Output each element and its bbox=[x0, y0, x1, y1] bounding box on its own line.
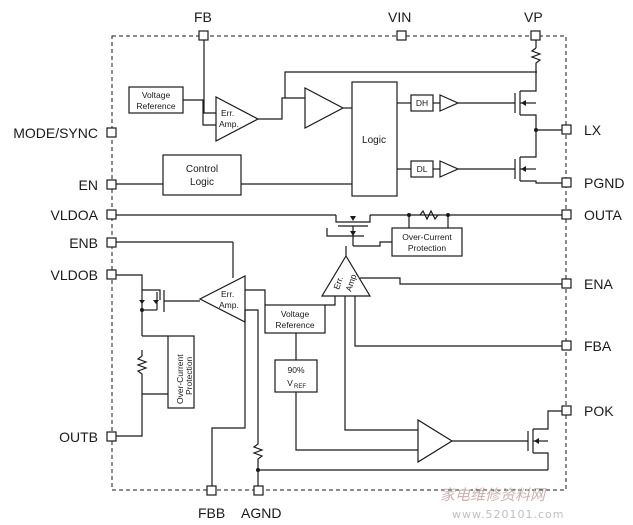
pin-vp: VP bbox=[524, 9, 543, 41]
svg-text:Protection: Protection bbox=[408, 243, 447, 253]
ninety-percent-vref: 90% V REF bbox=[274, 359, 318, 393]
svg-text:OUTA: OUTA bbox=[584, 207, 623, 223]
svg-text:V: V bbox=[287, 378, 293, 388]
svg-text:www.520101.com: www.520101.com bbox=[452, 508, 564, 521]
pin-ena: ENA bbox=[561, 276, 613, 292]
control-logic-block: Control Logic bbox=[162, 154, 242, 196]
over-current-protection-a: Over-Current Protection bbox=[391, 227, 463, 257]
svg-text:ENB: ENB bbox=[69, 235, 98, 251]
svg-text:家电维修资料网: 家电维修资料网 bbox=[440, 486, 547, 504]
svg-text:Err.: Err. bbox=[331, 275, 345, 291]
svg-text:AGND: AGND bbox=[241, 505, 281, 521]
driver-dl: DL bbox=[410, 160, 434, 178]
pin-fba: FBA bbox=[561, 338, 612, 354]
over-current-protection-b: Over-Current Protection bbox=[167, 335, 195, 409]
svg-text:90%: 90% bbox=[287, 365, 304, 375]
svg-text:Protection: Protection bbox=[184, 356, 194, 395]
svg-text:MODE/SYNC: MODE/SYNC bbox=[13, 125, 98, 141]
pin-mode-sync: MODE/SYNC bbox=[13, 125, 117, 141]
svg-text:LX: LX bbox=[584, 122, 602, 138]
svg-text:Logic: Logic bbox=[362, 135, 386, 146]
svg-text:Reference: Reference bbox=[136, 101, 175, 111]
svg-text:Logic: Logic bbox=[190, 177, 214, 188]
svg-text:ENA: ENA bbox=[584, 276, 613, 292]
svg-text:DH: DH bbox=[416, 98, 428, 108]
pin-fbb: FBB bbox=[198, 485, 225, 521]
high-side-mosfet bbox=[514, 82, 537, 130]
svg-text:DL: DL bbox=[417, 164, 428, 174]
svg-text:Control: Control bbox=[186, 164, 218, 175]
error-amplifier-ldob: Err. Amp. bbox=[198, 275, 246, 323]
pin-vldob: VLDOB bbox=[51, 267, 117, 283]
svg-text:Voltage: Voltage bbox=[142, 90, 171, 100]
svg-text:REF: REF bbox=[294, 384, 306, 390]
ldoa-pass-transistor bbox=[326, 215, 371, 246]
svg-text:FB: FB bbox=[194, 9, 212, 25]
svg-text:Over-Current: Over-Current bbox=[402, 232, 452, 242]
pin-lx: LX bbox=[561, 122, 602, 138]
ldob-sense-resistor bbox=[136, 350, 148, 394]
pin-fb: FB bbox=[194, 9, 212, 41]
pin-outb: OUTB bbox=[59, 429, 117, 445]
svg-text:VLDOA: VLDOA bbox=[51, 207, 99, 223]
svg-text:POK: POK bbox=[584, 403, 614, 419]
svg-text:Reference: Reference bbox=[275, 320, 314, 330]
pin-pok: POK bbox=[561, 403, 614, 419]
svg-text:Voltage: Voltage bbox=[281, 309, 310, 319]
svg-text:EN: EN bbox=[79, 177, 98, 193]
ldoa-sense-resistor bbox=[419, 209, 439, 221]
pin-vin: VIN bbox=[388, 9, 411, 41]
svg-text:FBB: FBB bbox=[198, 505, 225, 521]
pin-agnd: AGND bbox=[241, 485, 281, 521]
voltage-reference-mid: Voltage Reference bbox=[264, 304, 326, 334]
svg-text:VP: VP bbox=[524, 9, 543, 25]
svg-text:OUTB: OUTB bbox=[59, 429, 98, 445]
svg-text:Err.: Err. bbox=[221, 108, 234, 118]
pwm-comparator bbox=[304, 87, 345, 129]
pin-pgnd: PGND bbox=[561, 175, 624, 191]
sense-resistor bbox=[530, 47, 542, 82]
watermark: 家电维修资料网 www.520101.com bbox=[440, 486, 564, 521]
svg-text:VIN: VIN bbox=[388, 9, 411, 25]
svg-text:Over-Current: Over-Current bbox=[175, 354, 185, 404]
svg-text:VLDOB: VLDOB bbox=[51, 267, 98, 283]
svg-text:Amp.: Amp. bbox=[219, 300, 239, 310]
svg-text:PGND: PGND bbox=[584, 175, 624, 191]
pok-comparator bbox=[417, 418, 454, 464]
error-amplifier-buck: Err. Amp. bbox=[215, 96, 260, 142]
pok-mosfet bbox=[527, 410, 562, 470]
voltage-reference-top: Voltage Reference bbox=[128, 86, 184, 114]
pin-en: EN bbox=[79, 177, 117, 193]
pin-outa: OUTA bbox=[561, 207, 623, 223]
ic-outline bbox=[111, 35, 567, 491]
svg-text:FBA: FBA bbox=[584, 338, 612, 354]
logic-block: Logic bbox=[351, 81, 398, 197]
driver-dh: DH bbox=[410, 94, 434, 112]
ldob-pass-transistor bbox=[139, 290, 200, 312]
pin-vldoa: VLDOA bbox=[51, 207, 117, 223]
svg-text:Err.: Err. bbox=[221, 289, 234, 299]
svg-text:Amp.: Amp. bbox=[219, 119, 239, 129]
low-side-mosfet bbox=[514, 130, 562, 184]
pin-enb: ENB bbox=[69, 235, 117, 251]
error-amplifier-ldoa: Err. Amp. bbox=[320, 254, 372, 297]
